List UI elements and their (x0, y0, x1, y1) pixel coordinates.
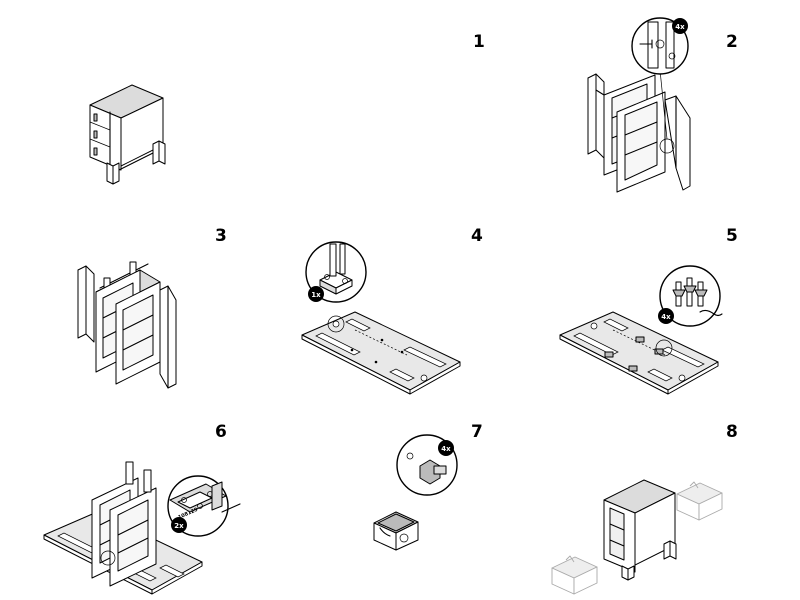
quantity-badge (308, 286, 324, 302)
step-2: 2 (587, 17, 738, 193)
svg-text:4x: 4x (441, 445, 451, 453)
zoom-detail: 4x (658, 265, 723, 327)
zoom-detail: 108129 2x (167, 475, 241, 537)
drawer-box-illustration (373, 511, 419, 551)
quantity-badge (171, 517, 187, 533)
tabletop-board-illustration (301, 311, 461, 395)
step-number: 1 (473, 32, 485, 52)
zoom-detail: 4x (631, 17, 689, 75)
tabletop-hardware-illustration (559, 311, 719, 395)
svg-text:2x: 2x (174, 522, 184, 530)
step-4: 4 1x (301, 226, 483, 395)
step-5: 5 (559, 226, 738, 395)
step-number: 7 (471, 422, 483, 442)
finished-table-illustration (603, 479, 677, 581)
ghost-drawer-right (676, 481, 723, 521)
step-number: 6 (215, 422, 227, 442)
frame-unfold-illustration (77, 261, 177, 389)
step-8: 8 (551, 422, 738, 595)
step-number: 8 (726, 422, 738, 442)
quantity-badge (672, 18, 688, 34)
step-number: 3 (215, 226, 227, 246)
svg-text:4x: 4x (675, 23, 685, 31)
step-number: 4 (471, 226, 483, 246)
step-1: 1 (89, 32, 485, 185)
zoom-detail: 4x (396, 434, 458, 496)
step-6: 6 (43, 422, 241, 595)
svg-text:4x: 4x (661, 313, 671, 321)
step-number: 5 (726, 226, 738, 246)
folded-table-illustration (89, 84, 166, 185)
ghost-drawer-left (551, 555, 598, 595)
quantity-badge (438, 440, 454, 456)
frame-open-illustration (587, 69, 691, 193)
zoom-detail: 1x (305, 241, 367, 303)
step-7: 7 4x (373, 422, 483, 551)
frame-on-tabletop-illustration (43, 461, 203, 595)
quantity-badge (658, 308, 674, 324)
svg-text:1x: 1x (311, 291, 321, 299)
step-number: 2 (726, 32, 738, 52)
step-3: 3 (77, 226, 227, 389)
